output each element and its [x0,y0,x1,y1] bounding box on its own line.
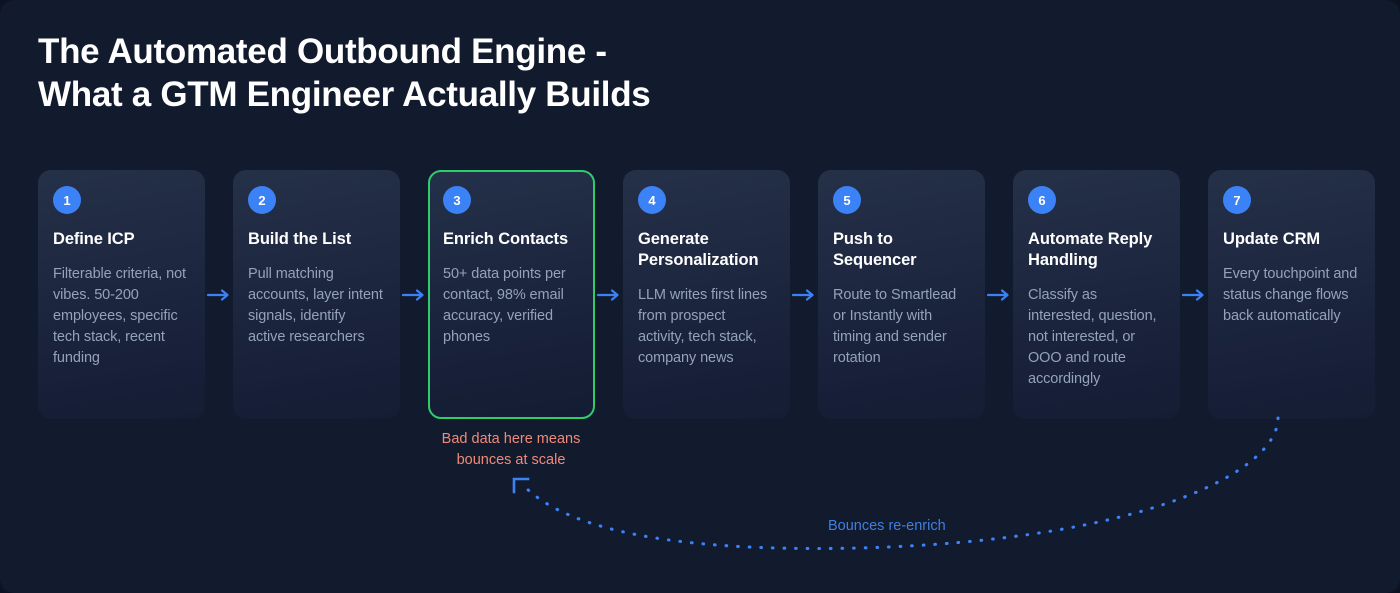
step-number-badge: 5 [833,186,861,214]
step-description: Classify as interested, question, not in… [1028,287,1157,387]
step-number-badge: 1 [53,186,81,214]
step-number-badge: 2 [248,186,276,214]
page-title: The Automated Outbound Engine - What a G… [38,32,651,114]
feedback-arrowhead-icon [512,477,530,494]
step-title: Push to Sequencer [833,230,917,269]
step-title: Build the List [248,230,352,248]
step-number-badge: 3 [443,186,471,214]
step-number-badge: 4 [638,186,666,214]
step-description: 50+ data points per contact, 98% email a… [443,266,566,345]
step-description: Pull matching accounts, layer intent sig… [248,266,383,345]
step-title: Enrich Contacts [443,230,569,248]
step-description: LLM writes first lines from prospect act… [638,287,768,366]
step-description: Every touchpoint and status change flows… [1223,266,1358,324]
arrow-right-icon [400,170,428,419]
arrow-right-icon [790,170,818,419]
arrow-right-icon [1180,170,1208,419]
warning-annotation: Bad data here means bounces at scale [441,431,581,468]
step-title: Update CRM [1223,230,1321,248]
step-title: Define ICP [53,230,135,248]
feedback-loop-label: Bounces re-enrich [828,518,946,534]
arrow-right-icon [205,170,233,419]
step-description: Route to Smartlead or Instantly with tim… [833,287,957,366]
step-number-badge: 6 [1028,186,1056,214]
arrow-right-icon [985,170,1013,419]
step-description: Filterable criteria, not vibes. 50-200 e… [53,266,186,366]
arrow-right-icon [595,170,623,419]
step-number-badge: 7 [1223,186,1251,214]
step-title: Automate Reply Handling [1028,230,1153,269]
step-title: Generate Personalization [638,230,759,269]
